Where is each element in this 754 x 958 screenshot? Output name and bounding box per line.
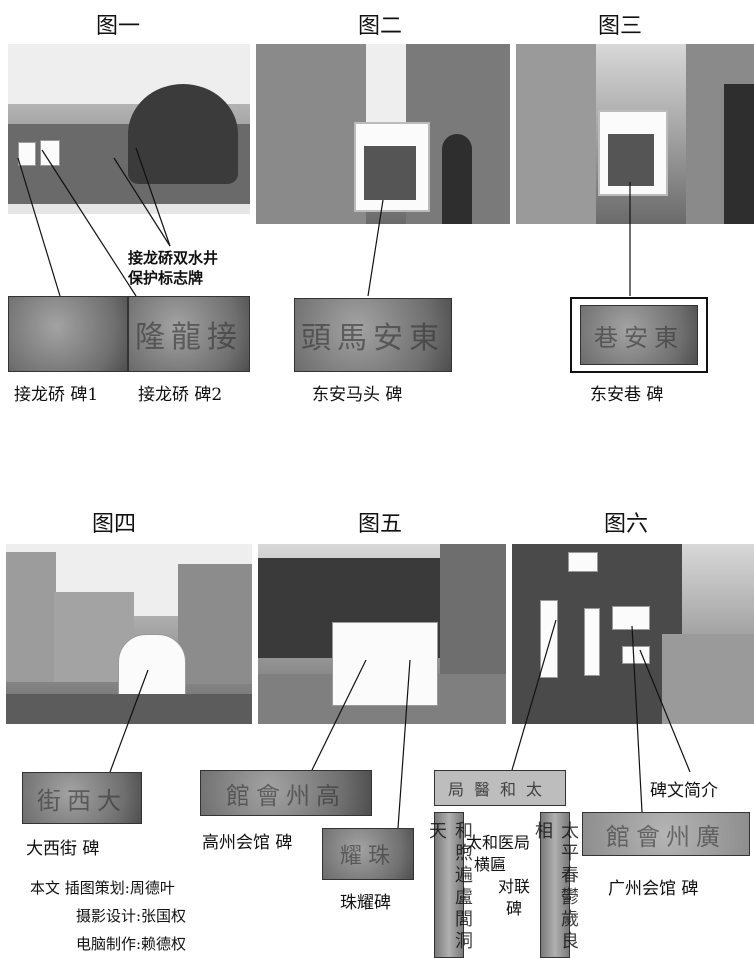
credits-line2: 摄影设计:张国权 [76, 907, 187, 925]
stele-guangzhou-text: 館會州廣 [606, 822, 726, 851]
caption-taihe-line2: 横匾 [474, 855, 507, 874]
stele-daxi: 街西大 [22, 772, 142, 824]
stele-dongan-matou: 頭馬安東 [294, 298, 452, 372]
figure-title-1: 图一 [96, 14, 141, 39]
couplet-left: 和煦遍盧閭洞天 [426, 812, 473, 958]
caption-taihe-line4: 碑 [506, 899, 523, 918]
credits: 本文 插图策划:周德叶 摄影设计:张国权 电脑制作:赖德权 [30, 874, 186, 958]
caption-taihe-line3: 对联 [498, 877, 531, 896]
caption-guangzhou: 广州会馆 碑 [608, 879, 699, 899]
caption-zhuyao: 珠耀碑 [340, 893, 391, 913]
caption-dongan-xiang: 东安巷 碑 [590, 385, 664, 405]
stele-guangzhou: 館會州廣 [582, 812, 750, 856]
stele-jielong-1 [8, 296, 128, 372]
stele-dongan-xiang-frame: 巷安東 [570, 297, 708, 373]
credits-line1: 本文 插图策划:周德叶 [30, 879, 175, 897]
caption-daxi: 大西街 碑 [26, 839, 100, 859]
sign-caption-line1: 接龙硚双水井 [128, 249, 219, 267]
caption-taihe: 太和医局 横匾 对联 碑 [466, 832, 530, 920]
stele-gaozhou-text: 館會州高 [226, 781, 346, 810]
stele-dongan-xiang: 巷安東 [580, 305, 698, 365]
stele-jielong-2: 隆龍接 [128, 296, 250, 372]
photo-daxi-jie [6, 544, 252, 724]
credits-line3: 电脑制作:赖德权 [76, 935, 187, 953]
sign-caption-line2: 保护标志牌 [128, 269, 204, 287]
plaque-taihe: 局醫和太 [434, 770, 566, 806]
photo-dongan-matou [256, 44, 510, 224]
photo-guangzhou [512, 544, 754, 724]
stele-zhuyao-text: 耀珠 [339, 844, 396, 869]
couplet-right-text: 太平春鬱歲良相 [532, 821, 579, 953]
caption-gaozhou: 高州会馆 碑 [202, 833, 293, 853]
plaque-taihe-text: 局醫和太 [447, 780, 552, 799]
caption-dongan-matou: 东安马头 碑 [312, 385, 403, 405]
stele-zhuyao: 耀珠 [322, 828, 414, 880]
caption-stele-intro: 碑文简介 [650, 781, 718, 801]
caption-taihe-line1: 太和医局 [466, 833, 531, 852]
couplet-right: 太平春鬱歲良相 [532, 812, 579, 958]
figure-title-4: 图四 [92, 512, 137, 537]
stele-dongan-xiang-text: 巷安東 [594, 323, 684, 352]
photo-jielong-wells [8, 44, 250, 214]
stele-gaozhou: 館會州高 [200, 770, 372, 816]
figure-title-6: 图六 [604, 512, 649, 537]
figure-title-5: 图五 [358, 512, 403, 537]
figure-title-2: 图二 [358, 14, 403, 39]
couplet-left-text: 和煦遍盧閭洞天 [426, 821, 473, 953]
stele-jielong-2-text: 隆龍接 [135, 320, 243, 355]
caption-jielong-2: 接龙硚 碑2 [138, 385, 223, 405]
figure-title-3: 图三 [598, 14, 643, 39]
photo-gaozhou [258, 544, 506, 724]
sign-caption: 接龙硚双水井 保护标志牌 [128, 248, 218, 288]
photo-dongan-xiang [516, 44, 754, 224]
stele-daxi-text: 街西大 [37, 786, 127, 815]
caption-jielong-1: 接龙硚 碑1 [14, 385, 99, 405]
stele-dongan-matou-text: 頭馬安東 [301, 321, 445, 356]
